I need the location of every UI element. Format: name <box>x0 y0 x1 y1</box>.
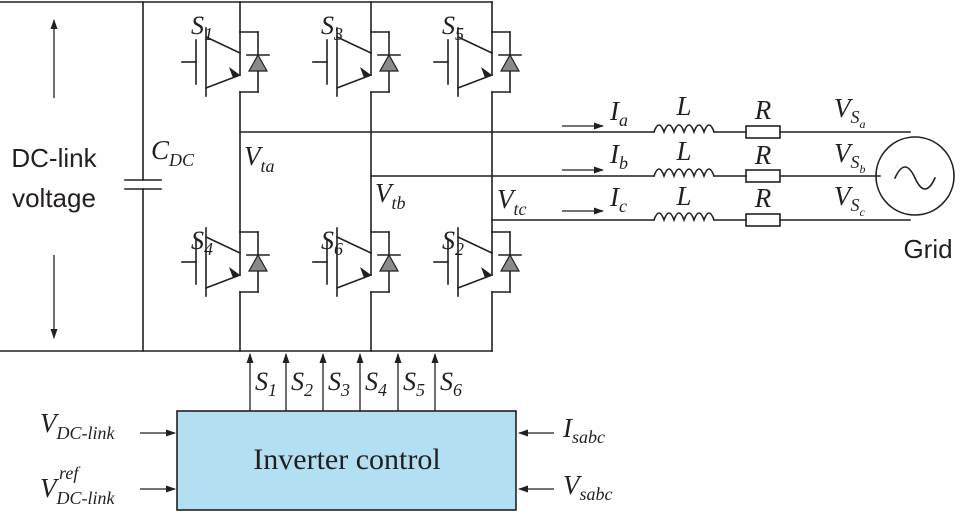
isabc-input-label: Isabc <box>562 413 605 447</box>
capacitor-label: CDC <box>151 135 195 170</box>
switch-label-s3: S3 <box>321 11 343 44</box>
terminal-label-vta: Vta <box>244 141 275 176</box>
inductor-label-a: L <box>675 91 691 121</box>
resistor-label-c: R <box>754 183 772 213</box>
phase-b-line <box>370 166 881 183</box>
vdc-ref-superscript: ref <box>59 463 81 483</box>
inverter-control-title: Inverter control <box>253 443 440 476</box>
gate-signal-label-s2: S2 <box>291 367 313 400</box>
phase-c-line <box>491 207 911 227</box>
inductor-label-b: L <box>675 136 691 166</box>
resistor-label-a: R <box>754 95 772 125</box>
vdc-ref-input-label: VDC-link <box>40 473 116 508</box>
grid-source-icon <box>875 136 955 216</box>
inductor-label-c: L <box>675 181 691 211</box>
gate-signal-arrows <box>246 353 439 411</box>
phase-a-line <box>239 122 911 139</box>
current-label-b: Ib <box>609 139 628 173</box>
switch-label-s1: S1 <box>191 11 213 44</box>
dc-link-label-line2: voltage <box>12 183 96 213</box>
inverter-control-block <box>176 410 517 511</box>
switch-label-s6: S6 <box>321 226 343 259</box>
gate-signal-label-s4: S4 <box>365 367 387 400</box>
switch-label-s5: S5 <box>442 11 464 44</box>
grid-voltage-label-b: VSb <box>834 138 866 176</box>
dc-link-capacitor <box>124 1 162 352</box>
grid-label: Grid <box>903 234 952 264</box>
grid-voltage-label-c: VSc <box>834 181 866 219</box>
vsabc-input-label: Vsabc <box>563 470 613 504</box>
grid-voltage-label-a: VSa <box>834 93 866 131</box>
current-label-a: Ia <box>609 96 628 130</box>
gate-signal-label-s6: S6 <box>440 367 462 400</box>
vdc-link-input-label: VDC-link <box>40 408 116 443</box>
terminal-label-vtb: Vtb <box>375 178 406 213</box>
gate-signal-label-s5: S5 <box>403 367 425 400</box>
switch-label-s2: S2 <box>442 226 464 259</box>
current-label-c: Ic <box>609 182 627 216</box>
gate-signal-label-s1: S1 <box>255 367 277 400</box>
resistor-label-b: R <box>754 140 772 170</box>
gate-signal-label-s3: S3 <box>328 367 350 400</box>
switch-label-s4: S4 <box>191 226 213 259</box>
dc-link-label-line1: DC-link <box>11 143 97 173</box>
terminal-label-vtc: Vtc <box>497 184 527 219</box>
